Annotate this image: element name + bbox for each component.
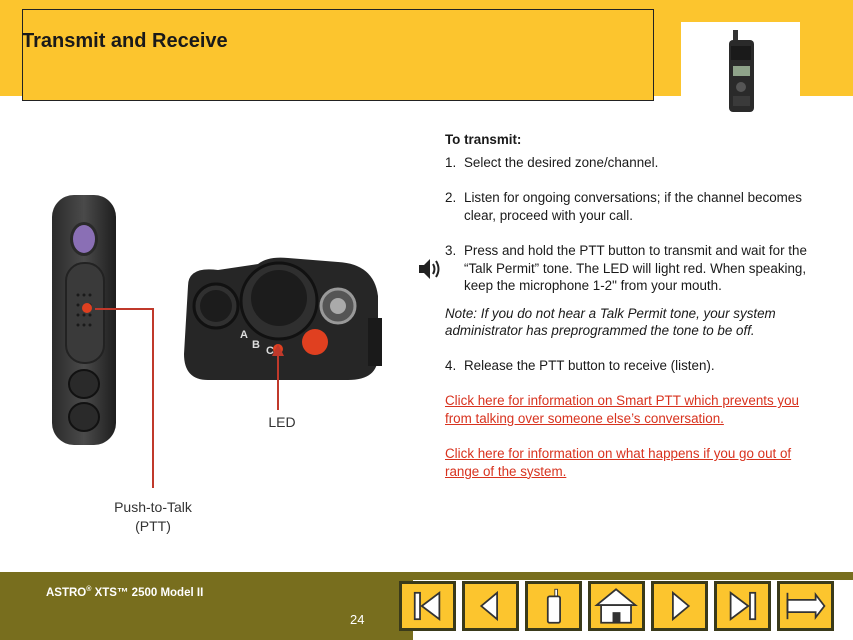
radio-icon [546, 588, 561, 624]
last-page-icon [729, 591, 757, 621]
first-page-button[interactable] [399, 581, 456, 631]
radio-thumbnail [681, 22, 800, 116]
knob-letter-a: A [240, 329, 248, 341]
radio-side-image [52, 195, 116, 445]
product-model: XTS™ 2500 Model II [91, 586, 204, 599]
knob-letter-c: C [266, 345, 274, 357]
radio-button[interactable] [525, 581, 582, 631]
home-icon [594, 588, 638, 624]
radio-thumbnail-icon [729, 30, 754, 112]
next-page-icon [672, 590, 691, 622]
home-button[interactable] [588, 581, 645, 631]
step-1: 1. Select the desired zone/channel. [445, 154, 825, 172]
page-title: Transmit and Receive [22, 30, 228, 52]
step-number: 4. [445, 357, 457, 373]
footer-accent [413, 572, 853, 580]
instructions-panel: To transmit: 1. Select the desired zone/… [445, 131, 825, 498]
previous-page-icon [479, 590, 498, 622]
talk-permit-note: Note: If you do not hear a Talk Permit t… [445, 305, 776, 339]
page-number: 24 [350, 612, 365, 627]
smart-ptt-link[interactable]: Click here for information on Smart PTT … [445, 393, 800, 426]
first-page-icon [413, 591, 441, 621]
speaker-icon[interactable] [417, 256, 443, 282]
footer-band [0, 572, 413, 640]
exit-icon [786, 591, 826, 621]
step-3: 3. Press and hold the PTT button to tran… [445, 242, 825, 295]
instructions-heading: To transmit: [445, 132, 522, 147]
step-number: 2. [445, 190, 457, 205]
ptt-label-line1: Push-to-Talk [114, 499, 192, 515]
step-number: 1. [445, 154, 457, 170]
step-4: 4. Release the PTT button to receive (li… [445, 357, 825, 375]
led-label: LED [268, 414, 296, 430]
previous-page-button[interactable] [462, 581, 519, 631]
registered-mark: ® [86, 586, 92, 593]
exit-button[interactable] [777, 581, 834, 631]
last-page-button[interactable] [714, 581, 771, 631]
out-of-range-link[interactable]: Click here for information on what happe… [445, 446, 792, 479]
step-text: Press and hold the PTT button to transmi… [464, 243, 807, 293]
step-text: Release the PTT button to receive (liste… [464, 357, 715, 373]
step-text: Select the desired zone/channel. [464, 154, 659, 170]
radio-top-image: A B C [184, 257, 382, 380]
step-number: 3. [445, 243, 457, 258]
title-box [22, 9, 654, 101]
step-2: 2. Listen for ongoing conversations; if … [445, 189, 825, 224]
product-name: ASTRO® XTS™ 2500 Model II [46, 586, 203, 599]
knob-letter-b: B [252, 339, 260, 351]
step-text: Listen for ongoing conversations; if the… [464, 190, 802, 223]
next-page-button[interactable] [651, 581, 708, 631]
ptt-label-line2: (PTT) [135, 518, 171, 534]
product-brand: ASTRO [46, 586, 87, 599]
